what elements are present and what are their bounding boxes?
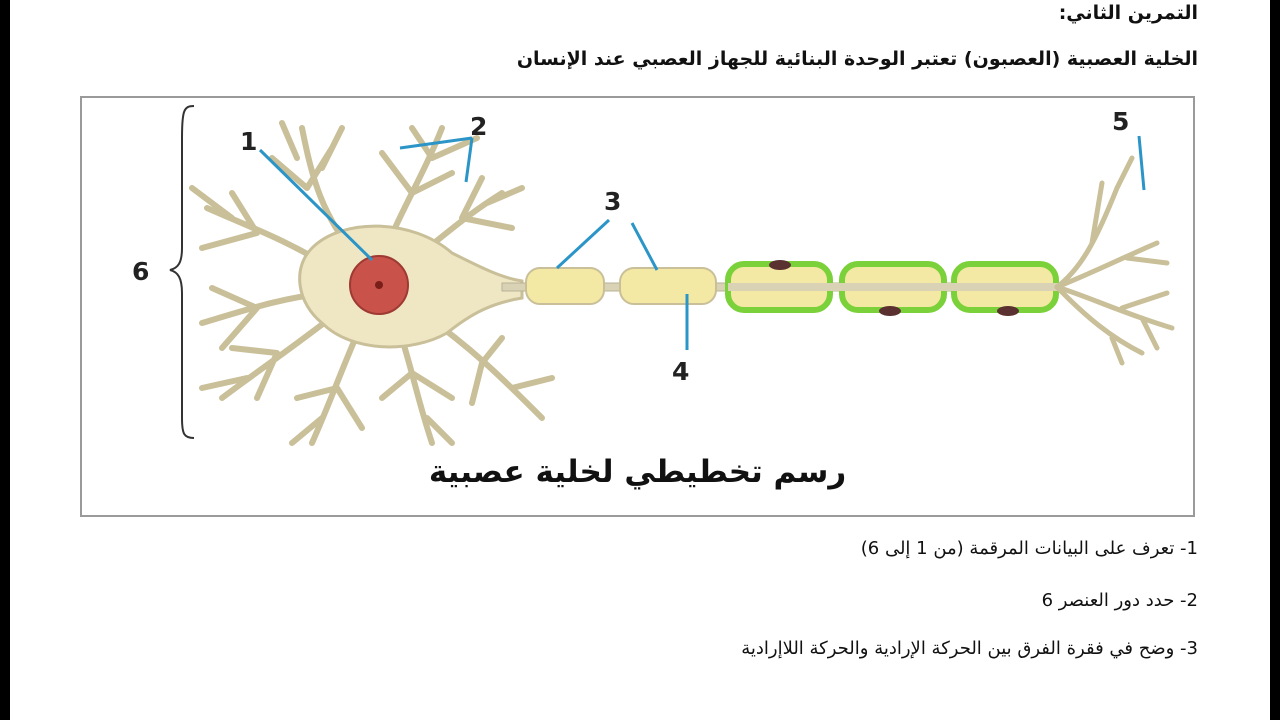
label-2: 2: [470, 112, 487, 141]
intro-text: الخلية العصبية (العصبون) تعتبر الوحدة ال…: [516, 48, 1198, 70]
myelin-segment-yellow: [619, 267, 717, 305]
dendrites: [189, 120, 555, 446]
label-6-brace: [169, 105, 195, 439]
question-2: 2- حدد دور العنصر 6: [1041, 590, 1198, 611]
label-5: 5: [1112, 107, 1129, 136]
label-4: 4: [672, 357, 689, 386]
exercise-heading: التمرين الثاني:: [1058, 2, 1198, 24]
neuron-diagram: 1 2 3 4 5 6: [132, 105, 1175, 446]
label-6: 6: [132, 257, 149, 286]
axon-terminals: [1054, 155, 1175, 366]
label-3: 3: [604, 187, 621, 216]
schwann-nucleus: [879, 306, 901, 316]
myelin-segment-yellow: [525, 267, 605, 305]
worksheet-page: التمرين الثاني: الخلية العصبية (العصبون)…: [10, 0, 1270, 720]
diagram-caption: رسم تخطيطي لخلية عصبية: [428, 454, 847, 490]
nucleolus: [375, 281, 383, 289]
label-1: 1: [240, 127, 257, 156]
leader-lines: [258, 135, 1146, 350]
schwann-nucleus: [769, 260, 791, 270]
question-3: 3- وضح في فقرة الفرق بين الحركة الإرادية…: [741, 638, 1198, 659]
schwann-nucleus: [997, 306, 1019, 316]
question-1: 1- تعرف على البيانات المرقمة (من 1 إلى 6…: [860, 538, 1198, 559]
neuron-diagram-frame: 1 2 3 4 5 6 رسم تخطيطي لخلية عصبية: [80, 96, 1195, 517]
cell-body: [298, 224, 524, 349]
